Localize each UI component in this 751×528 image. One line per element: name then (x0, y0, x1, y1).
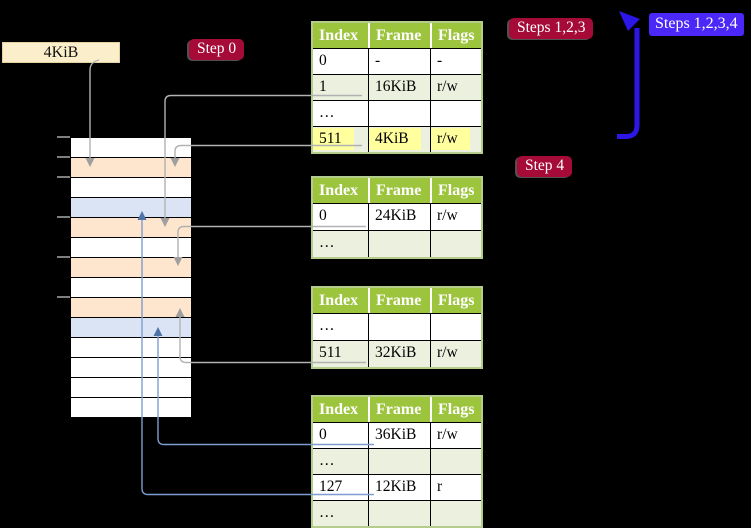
cell-flags (430, 501, 481, 526)
memory-frame-row-2-free (71, 178, 191, 198)
col-header-frame: Frame (368, 23, 430, 48)
memory-frame-row-11-free (71, 358, 191, 378)
memory-frame-row-12-free (71, 378, 191, 398)
cell-index: 0 (319, 52, 327, 69)
cell-flags: r/w (430, 423, 481, 448)
memory-frame-row-4-table (71, 218, 191, 238)
cell-frame (368, 449, 430, 474)
cell-index: … (319, 504, 335, 521)
memory-address-tick (57, 216, 70, 218)
cell-frame: 24KiB (368, 204, 430, 230)
cell-flags: r/w (430, 75, 481, 100)
memory-frame-row-1-table (71, 158, 191, 178)
table-row: … (313, 313, 481, 340)
memory-address-tick (57, 296, 70, 298)
memory-address-tick (57, 176, 70, 178)
table-header-row: Index Frame Flags (313, 178, 481, 203)
cell-index: 127 (319, 478, 343, 495)
col-header-flags: Flags (430, 288, 481, 313)
memory-frame-row-9-page (71, 318, 191, 338)
cell-index: 511 (319, 344, 342, 361)
col-header-index: Index (319, 182, 359, 199)
table-row: 0 24KiB r/w (313, 203, 481, 230)
step0-badge: Step 0 (189, 39, 245, 60)
cell-flags: r/w (430, 204, 481, 230)
cell-frame: 4KiB (368, 127, 430, 152)
table-row: 511 32KiB r/w (313, 340, 481, 367)
highlight: 4KiB (369, 128, 421, 150)
col-header-frame: Frame (368, 288, 430, 313)
steps-loop-arrow-head (619, 11, 640, 31)
cell-frame (368, 101, 430, 126)
col-header-flags: Flags (430, 23, 481, 48)
cell-frame: 32KiB (368, 341, 430, 367)
memory-address-tick (57, 156, 70, 158)
cell-flags: r/w (430, 127, 481, 152)
table-row: 127 12KiB r (313, 474, 481, 500)
col-header-frame: Frame (368, 178, 430, 203)
col-header-flags: Flags (430, 178, 481, 203)
cell-frame (368, 501, 430, 526)
cell-index: 1 (319, 78, 327, 95)
step4-badge: Step 4 (517, 156, 573, 177)
cell-flags: r/w (430, 341, 481, 367)
col-header-index: Index (319, 292, 359, 309)
memory-frame-row-5-free (71, 238, 191, 258)
memory-address-tick (57, 136, 70, 138)
memory-frame-row-13-free (71, 398, 191, 417)
cell-flags (430, 449, 481, 474)
steps123-badge: Steps 1,2,3 (509, 18, 594, 39)
steps-loop-arrow (617, 28, 640, 139)
col-header-frame: Frame (368, 397, 430, 422)
table-row: … (313, 500, 481, 526)
highlight: 511 (313, 128, 354, 150)
cell-frame: - (368, 49, 430, 74)
highlight: r/w (431, 128, 470, 150)
memory-frame-row-10-free (71, 338, 191, 358)
cell-index: … (319, 104, 335, 121)
frame-size-label-box: 4KiB (2, 42, 120, 63)
table-row: 0 - - (313, 48, 481, 74)
memory-frame-row-6-table (71, 258, 191, 278)
table-row: 0 36KiB r/w (313, 422, 481, 448)
page-table-3: Index Frame Flags … 511 32KiB r/w (311, 286, 483, 369)
memory-address-tick (57, 256, 70, 258)
cell-index: 0 (319, 426, 327, 443)
cell-index: … (319, 317, 335, 334)
cell-flags (430, 101, 481, 126)
cell-index: 0 (319, 207, 327, 224)
cell-index: 511 (313, 127, 368, 152)
cell-frame: 36KiB (368, 423, 430, 448)
cell-frame (368, 231, 430, 257)
table-row: … (313, 448, 481, 474)
cell-flags (430, 314, 481, 340)
cell-index: … (319, 234, 335, 251)
table-header-row: Index Frame Flags (313, 397, 481, 422)
cell-frame (368, 314, 430, 340)
table-row-highlighted: 511 4KiB r/w (313, 126, 481, 152)
col-header-index: Index (319, 27, 359, 44)
memory-frame-row-7-free (71, 278, 191, 298)
memory-frame-row-8-table (71, 298, 191, 318)
cell-index: … (319, 452, 335, 469)
page-table-2: Index Frame Flags 0 24KiB r/w … (311, 176, 483, 259)
cell-frame: 12KiB (368, 475, 430, 500)
page-table-1: Index Frame Flags 0 - - 1 16KiB r/w … 51… (311, 21, 483, 154)
steps1234-badge: Steps 1,2,3,4 (649, 13, 744, 36)
table-header-row: Index Frame Flags (313, 288, 481, 313)
memory-frame-row-0-free (71, 138, 191, 158)
col-header-flags: Flags (430, 397, 481, 422)
table-row: 1 16KiB r/w (313, 74, 481, 100)
col-header-index: Index (319, 401, 359, 418)
page-table-4: Index Frame Flags 0 36KiB r/w … 127 12Ki… (311, 395, 483, 528)
memory-column (70, 137, 192, 418)
table-header-row: Index Frame Flags (313, 23, 481, 48)
cell-flags (430, 231, 481, 257)
cell-frame: 16KiB (368, 75, 430, 100)
cell-flags: r (430, 475, 481, 500)
table-row: … (313, 230, 481, 257)
cell-flags: - (430, 49, 481, 74)
table-row: … (313, 100, 481, 126)
memory-frame-row-3-page (71, 198, 191, 218)
